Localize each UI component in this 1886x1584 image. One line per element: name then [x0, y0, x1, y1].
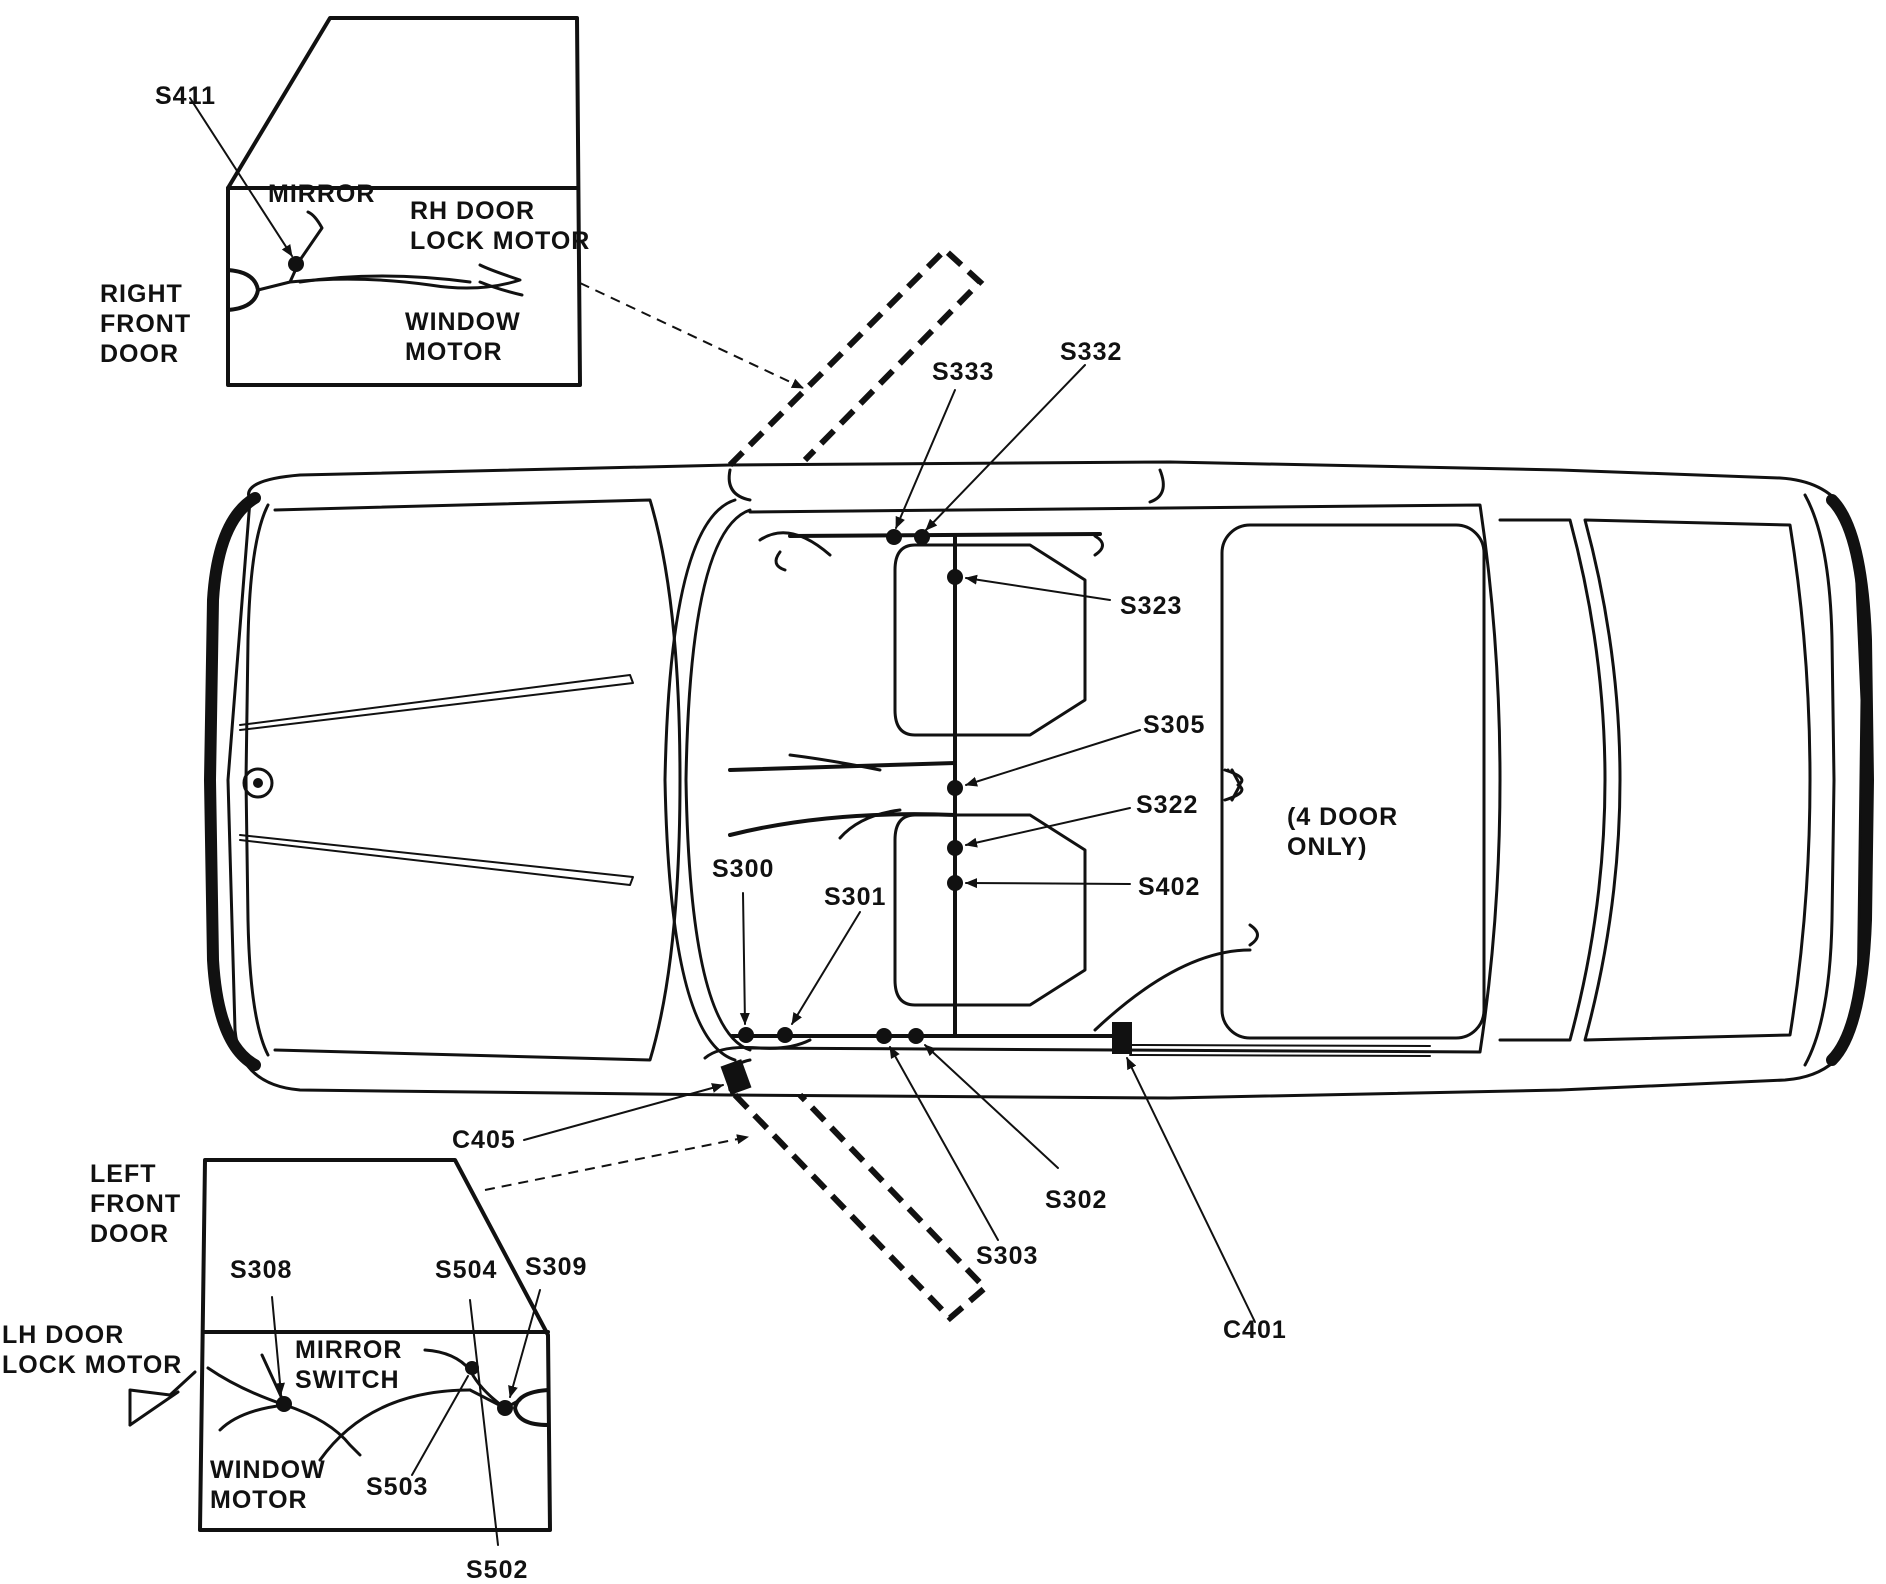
label-lh-door-lock-motor-2: LOCK MOTOR: [2, 1351, 182, 1379]
splice-s323: [947, 569, 963, 585]
front-seat-left: [893, 813, 1087, 1007]
label-mirror-switch-1: MIRROR: [295, 1336, 402, 1364]
label-window-motor-left-2: MOTOR: [210, 1486, 308, 1514]
labels: S411 MIRROR RH DOOR LOCK MOTOR RIGHT FRO…: [2, 82, 1398, 1584]
label-right-front-door-2: FRONT: [100, 310, 191, 338]
label-c401: C401: [1223, 1316, 1287, 1344]
label-s504: S504: [435, 1256, 497, 1284]
label-s333: S333: [932, 358, 994, 386]
windshield: [663, 498, 737, 1062]
label-window-motor-right-1: WINDOW: [405, 308, 521, 336]
rear-bumper: [1826, 494, 1874, 1066]
label-s502: S502: [466, 1556, 528, 1584]
label-right-front-door-1: RIGHT: [100, 280, 183, 308]
label-window-motor-right-2: MOTOR: [405, 338, 503, 366]
right-front-door-inset: [189, 16, 582, 387]
car-body: [204, 460, 1874, 1100]
main-harness: [703, 531, 1431, 1095]
doors-dashed: [484, 245, 990, 1323]
left-door-outline: [732, 1092, 990, 1323]
splice-s411: [288, 256, 304, 272]
label-s323: S323: [1120, 592, 1182, 620]
label-s332: S332: [1060, 338, 1122, 366]
roof: [748, 503, 1502, 1054]
label-rh-door-lock-motor-2: LOCK MOTOR: [410, 227, 590, 255]
label-lh-door-lock-motor-1: LH DOOR: [2, 1321, 124, 1349]
label-left-front-door-2: FRONT: [90, 1190, 181, 1218]
leaders-main: [523, 364, 1256, 1323]
label-s302: S302: [1045, 1186, 1107, 1214]
splices: [738, 529, 963, 1044]
splice-s303: [876, 1028, 892, 1044]
splice-s305: [947, 780, 963, 796]
label-mirror: MIRROR: [268, 180, 375, 208]
label-s503: S503: [366, 1473, 428, 1501]
label-s322: S322: [1136, 791, 1198, 819]
splice-s309: [497, 1400, 513, 1416]
front-seat-right: [893, 543, 1087, 737]
label-s308: S308: [230, 1256, 292, 1284]
label-rh-door-lock-motor-1: RH DOOR: [410, 197, 535, 225]
splice-s402: [947, 875, 963, 891]
label-left-front-door-3: DOOR: [90, 1220, 169, 1248]
hood: [273, 498, 682, 1062]
right-door-outline: [727, 245, 985, 468]
splice-s503: [465, 1361, 479, 1375]
label-right-front-door-3: DOOR: [100, 340, 179, 368]
label-s305: S305: [1143, 711, 1205, 739]
label-left-front-door-1: LEFT: [90, 1160, 157, 1188]
label-s303: S303: [976, 1242, 1038, 1270]
label-s300: S300: [712, 855, 774, 883]
front-bumper: [204, 492, 261, 1071]
hood-emblem: [242, 767, 274, 799]
rear-window: [1498, 518, 1607, 1042]
label-4-door-only-2: ONLY): [1287, 833, 1367, 861]
splice-s300: [738, 1027, 754, 1043]
label-mirror-switch-2: SWITCH: [295, 1366, 400, 1394]
splice-s301: [777, 1027, 793, 1043]
connector-c405: [720, 1059, 752, 1095]
splice-s332: [914, 529, 930, 545]
splice-s302: [908, 1028, 924, 1044]
label-window-motor-left-1: WINDOW: [210, 1456, 326, 1484]
label-s309: S309: [525, 1253, 587, 1281]
rear-seat-panel: [1220, 523, 1486, 1040]
left-front-door-inset: [128, 1158, 552, 1546]
splice-s308: [276, 1396, 292, 1412]
splice-s322: [947, 840, 963, 856]
splice-s333: [886, 529, 902, 545]
label-c405: C405: [452, 1126, 516, 1154]
label-4-door-only-1: (4 DOOR: [1287, 803, 1398, 831]
connector-c401: [1112, 1022, 1132, 1054]
label-s411: S411: [155, 82, 216, 110]
label-s402: S402: [1138, 873, 1200, 901]
label-s301: S301: [824, 883, 886, 911]
